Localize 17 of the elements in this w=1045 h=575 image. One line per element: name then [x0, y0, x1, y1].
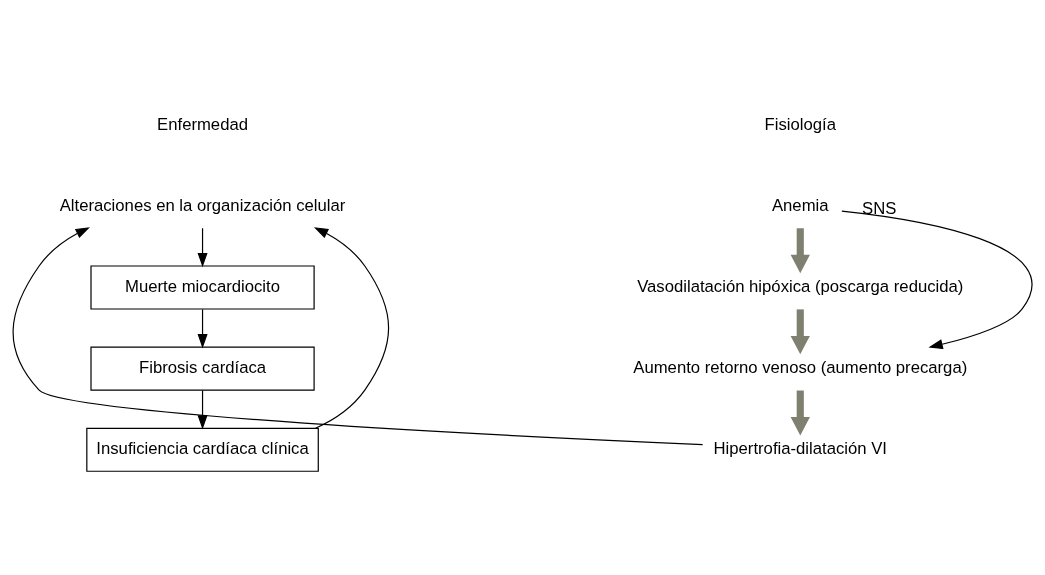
node-box: Muerte miocardiocito — [90, 265, 315, 310]
edge-label: SNS — [862, 198, 897, 218]
node-text: Alteraciones en la organización celular — [59, 195, 346, 215]
arrow — [197, 389, 208, 430]
node-text: Anemia — [771, 195, 829, 215]
label: Enfermedad — [157, 114, 249, 134]
node-text: Vasodilatación hipóxica (poscarga reducida) — [637, 276, 964, 296]
label: Fisiología — [764, 114, 836, 134]
arrow — [313, 227, 390, 429]
arrow — [841, 210, 1033, 350]
arrow — [12, 227, 704, 446]
node-text: Hipertrofia-dilatación VI — [713, 439, 887, 459]
node-box: Fibrosis cardíaca — [90, 346, 315, 391]
node-text: Aumento retorno venoso (aumento precarga) — [633, 358, 968, 378]
arrow — [197, 308, 208, 349]
arrow — [197, 227, 208, 268]
node-box: Insuficiencia cardíaca clínica — [86, 427, 319, 472]
